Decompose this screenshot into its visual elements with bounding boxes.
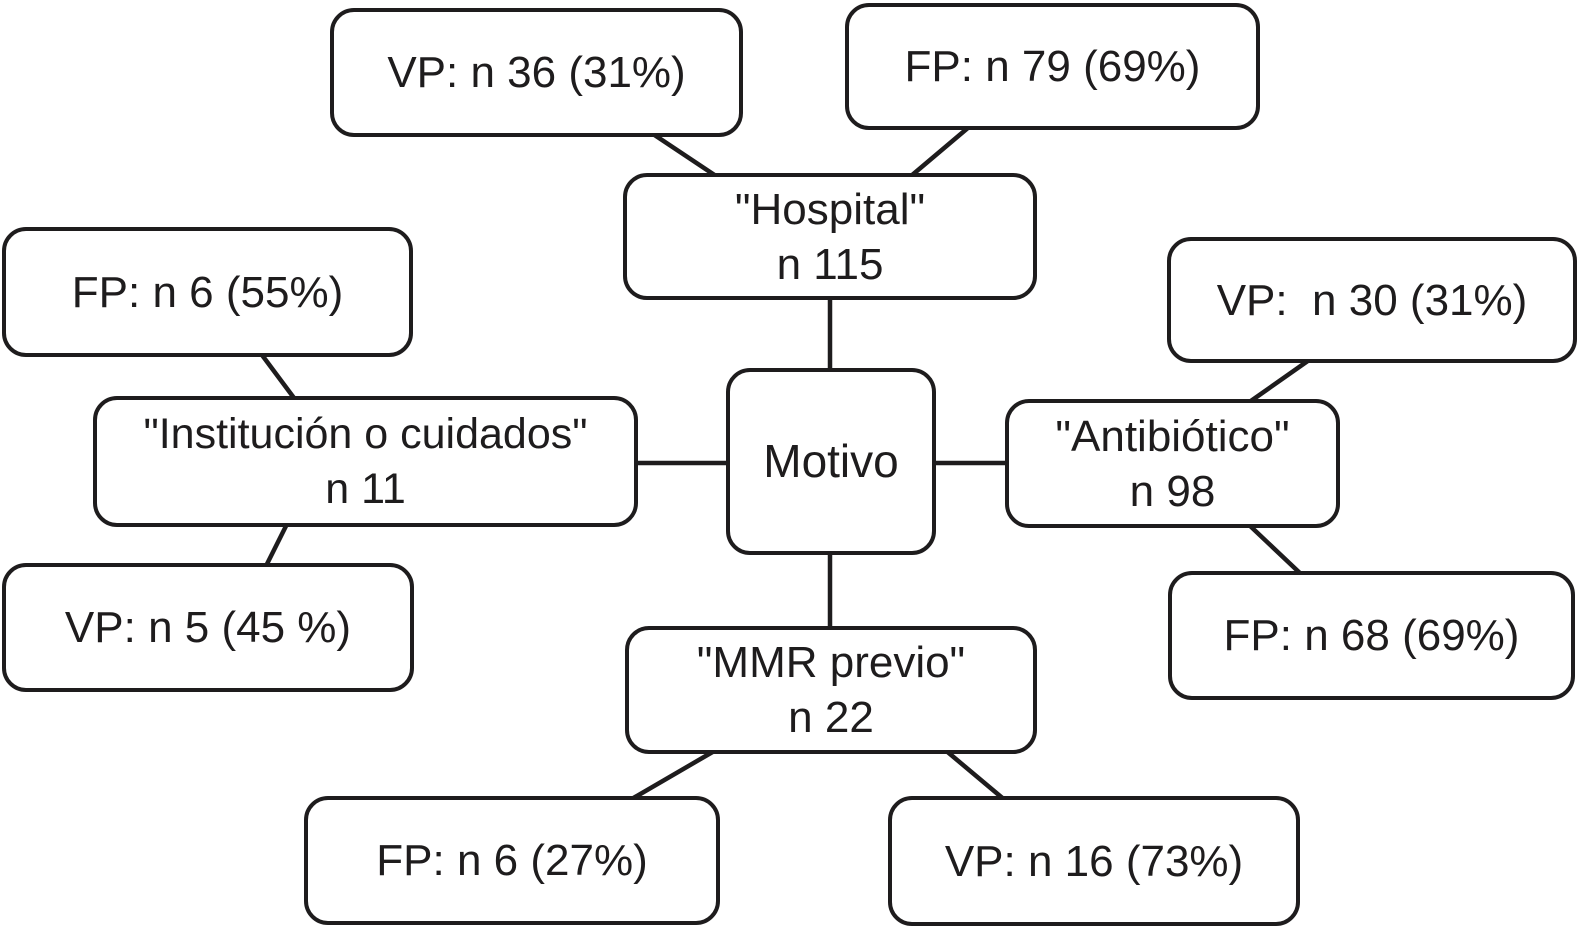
- node-hospital-count: n 115: [776, 239, 884, 289]
- connector-fp-hospital: [908, 124, 972, 179]
- node-mmr-fp-label: FP: n 6 (27%): [376, 836, 648, 885]
- connector-fp-institucion: [256, 348, 300, 405]
- node-antibiotico-count: n 98: [1129, 466, 1216, 516]
- connector-vp-institucion: [262, 519, 291, 571]
- node-mmr-count: n 22: [788, 693, 874, 742]
- node-antibiotico-vp-label: VP: n 30 (31%): [1216, 275, 1528, 325]
- node-antibiotico: "Antibiótico" n 98: [1005, 399, 1340, 528]
- node-antibiotico-fp: FP: n 68 (69%): [1168, 571, 1575, 700]
- node-mmr-vp: VP: n 16 (73%): [888, 796, 1300, 926]
- node-mmr-fp: FP: n 6 (27%): [304, 796, 720, 925]
- connector-fp-mmr: [627, 747, 719, 803]
- node-antibiotico-title: "Antibiótico": [1055, 411, 1290, 461]
- node-mmr-title: "MMR previo": [696, 638, 966, 687]
- node-institucion-vp-label: VP: n 5 (45 %): [64, 603, 352, 652]
- connector-vp-hospital: [647, 129, 719, 179]
- node-institucion-fp-label: FP: n 6 (55%): [71, 267, 344, 317]
- node-institucion-fp: FP: n 6 (55%): [2, 227, 413, 357]
- node-mmr-vp-label: VP: n 16 (73%): [944, 836, 1244, 886]
- node-antibiotico-vp: VP: n 30 (31%): [1167, 237, 1577, 363]
- node-hospital-fp: FP: n 79 (69%): [845, 3, 1260, 130]
- connector-fp-antibiotico: [1244, 520, 1305, 578]
- node-institucion-count: n 11: [325, 464, 406, 513]
- connector-vp-antibiotico: [1245, 355, 1315, 406]
- connector-vp-mmr: [941, 746, 1009, 804]
- node-hospital-vp-label: VP: n 36 (31%): [387, 48, 686, 97]
- node-hospital: "Hospital" n 115: [623, 173, 1037, 300]
- node-mmr: "MMR previo" n 22: [625, 626, 1037, 754]
- node-antibiotico-fp-label: FP: n 68 (69%): [1223, 611, 1520, 660]
- node-institucion-title: "Institución o cuidados": [143, 409, 588, 458]
- node-institucion: "Institución o cuidados" n 11: [93, 396, 638, 527]
- node-hospital-vp: VP: n 36 (31%): [330, 8, 743, 137]
- node-motivo: Motivo: [726, 368, 936, 555]
- node-hospital-title: "Hospital": [734, 184, 926, 234]
- node-motivo-label: Motivo: [763, 435, 899, 487]
- node-hospital-fp-label: FP: n 79 (69%): [904, 42, 1201, 91]
- node-institucion-vp: VP: n 5 (45 %): [2, 563, 414, 692]
